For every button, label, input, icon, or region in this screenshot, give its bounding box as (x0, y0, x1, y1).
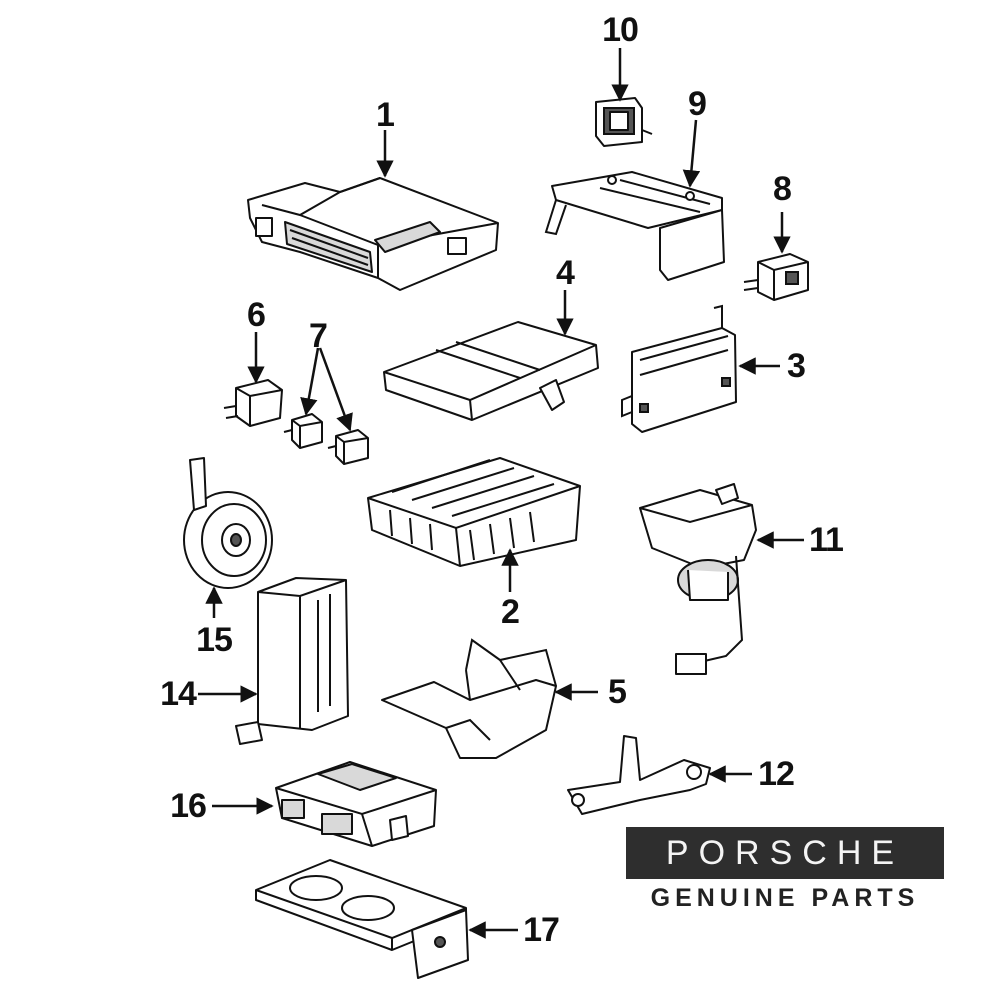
leader-9 (682, 119, 701, 188)
part-16-control-unit (275, 761, 437, 847)
brand-name: PORSCHE (665, 833, 905, 872)
label-6: 6 (247, 296, 266, 334)
part-2-relay-carrier (367, 457, 581, 567)
part-5-tray (381, 638, 557, 759)
leader-arrows (198, 48, 804, 939)
part-10-relay-socket (595, 97, 653, 147)
part-9-bracket (544, 171, 725, 281)
label-3: 3 (787, 347, 806, 385)
part-6-relay (223, 379, 283, 427)
part-15-horn (183, 457, 273, 589)
leader-7a (300, 347, 320, 416)
brand-logo: PORSCHE (626, 827, 944, 879)
part-17-base-plate (255, 859, 469, 979)
label-5: 5 (608, 673, 627, 711)
label-17: 17 (523, 911, 560, 949)
part-1-control-unit (247, 177, 499, 291)
brand-tagline: GENUINE PARTS (650, 884, 920, 912)
part-3-panel (621, 304, 737, 433)
part-8-relay (743, 253, 809, 301)
label-11: 11 (809, 521, 844, 559)
label-16: 16 (170, 787, 207, 825)
part-4-cover (383, 321, 599, 421)
part-14-control-module (235, 577, 349, 745)
label-2: 2 (501, 593, 520, 631)
part-12-bracket (567, 735, 711, 815)
label-12: 12 (758, 755, 795, 793)
label-1: 1 (376, 96, 395, 134)
leader-7b (318, 347, 353, 432)
label-4: 4 (556, 254, 575, 292)
part-7-relays (283, 413, 369, 465)
label-8: 8 (773, 170, 792, 208)
label-10: 10 (602, 11, 639, 49)
label-7: 7 (309, 317, 328, 355)
label-9: 9 (688, 85, 707, 123)
label-14: 14 (160, 675, 197, 713)
part-11-air-pump (639, 483, 757, 675)
label-15: 15 (196, 621, 233, 659)
